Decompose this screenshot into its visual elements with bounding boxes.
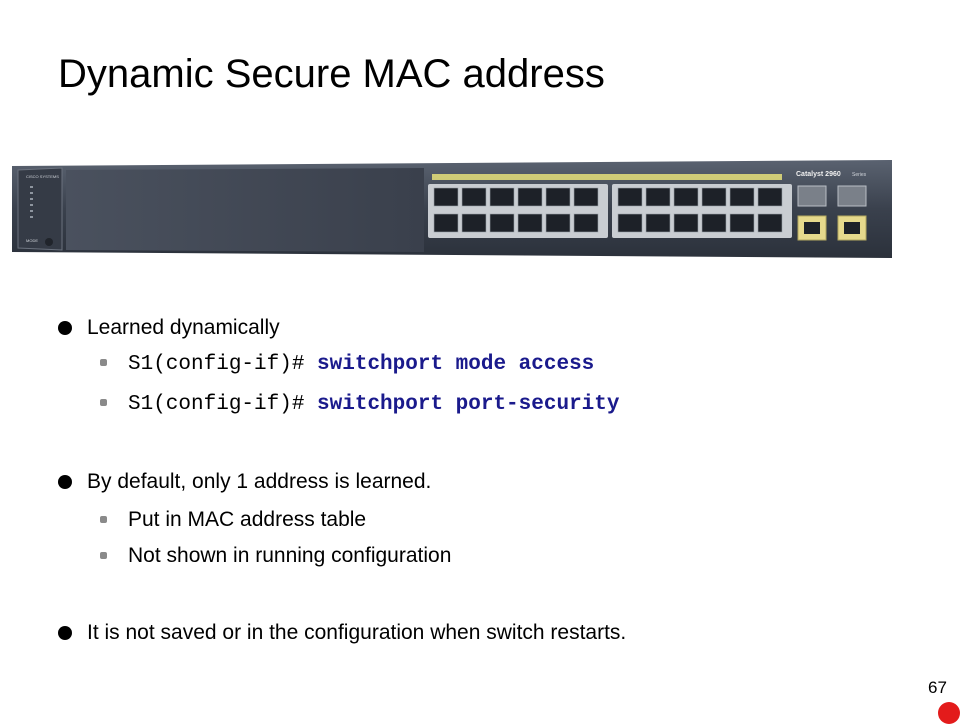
page-number: 67 [928,678,947,697]
cli-prompt: S1(config-if)# [128,353,318,376]
sub-bullet-text: Not shown in running configuration [128,544,452,567]
sub-bullet-marker [100,552,107,559]
port-led-strip [432,174,782,180]
cli-command: switchport mode access [317,353,595,376]
mode-button [45,238,53,246]
mode-label: MODE [26,238,38,243]
sub-bullet-marker [100,516,107,523]
sub-bullet-text: Put in MAC address table [128,508,367,531]
cli-command: switchport port-security [317,393,620,416]
sub-bullet-marker [100,399,107,406]
sub-bullet-marker [100,359,107,366]
slide-title: Dynamic Secure MAC address [58,52,605,96]
brand-label: CISCO SYSTEMS [26,174,59,179]
model-suffix: Series [852,172,867,178]
bullet-text: By default, only 1 address is learned. [87,470,432,493]
red-dot-icon [938,702,960,724]
cli-prompt: S1(config-if)# [128,393,318,416]
uplink-ports [797,185,867,241]
bullet-dot [58,321,72,335]
switch-photo: CISCO SYSTEMS MODE Catalyst 2960 Series [12,160,892,258]
bullet-text: It is not saved or in the configuration … [87,621,627,644]
bullet-dot [58,475,72,489]
model-label: Catalyst 2960 [796,171,841,178]
port-bank-left [428,184,608,238]
port-bank-right [612,184,792,238]
bullet-dot [58,626,72,640]
bullet-text: Learned dynamically [87,316,280,339]
